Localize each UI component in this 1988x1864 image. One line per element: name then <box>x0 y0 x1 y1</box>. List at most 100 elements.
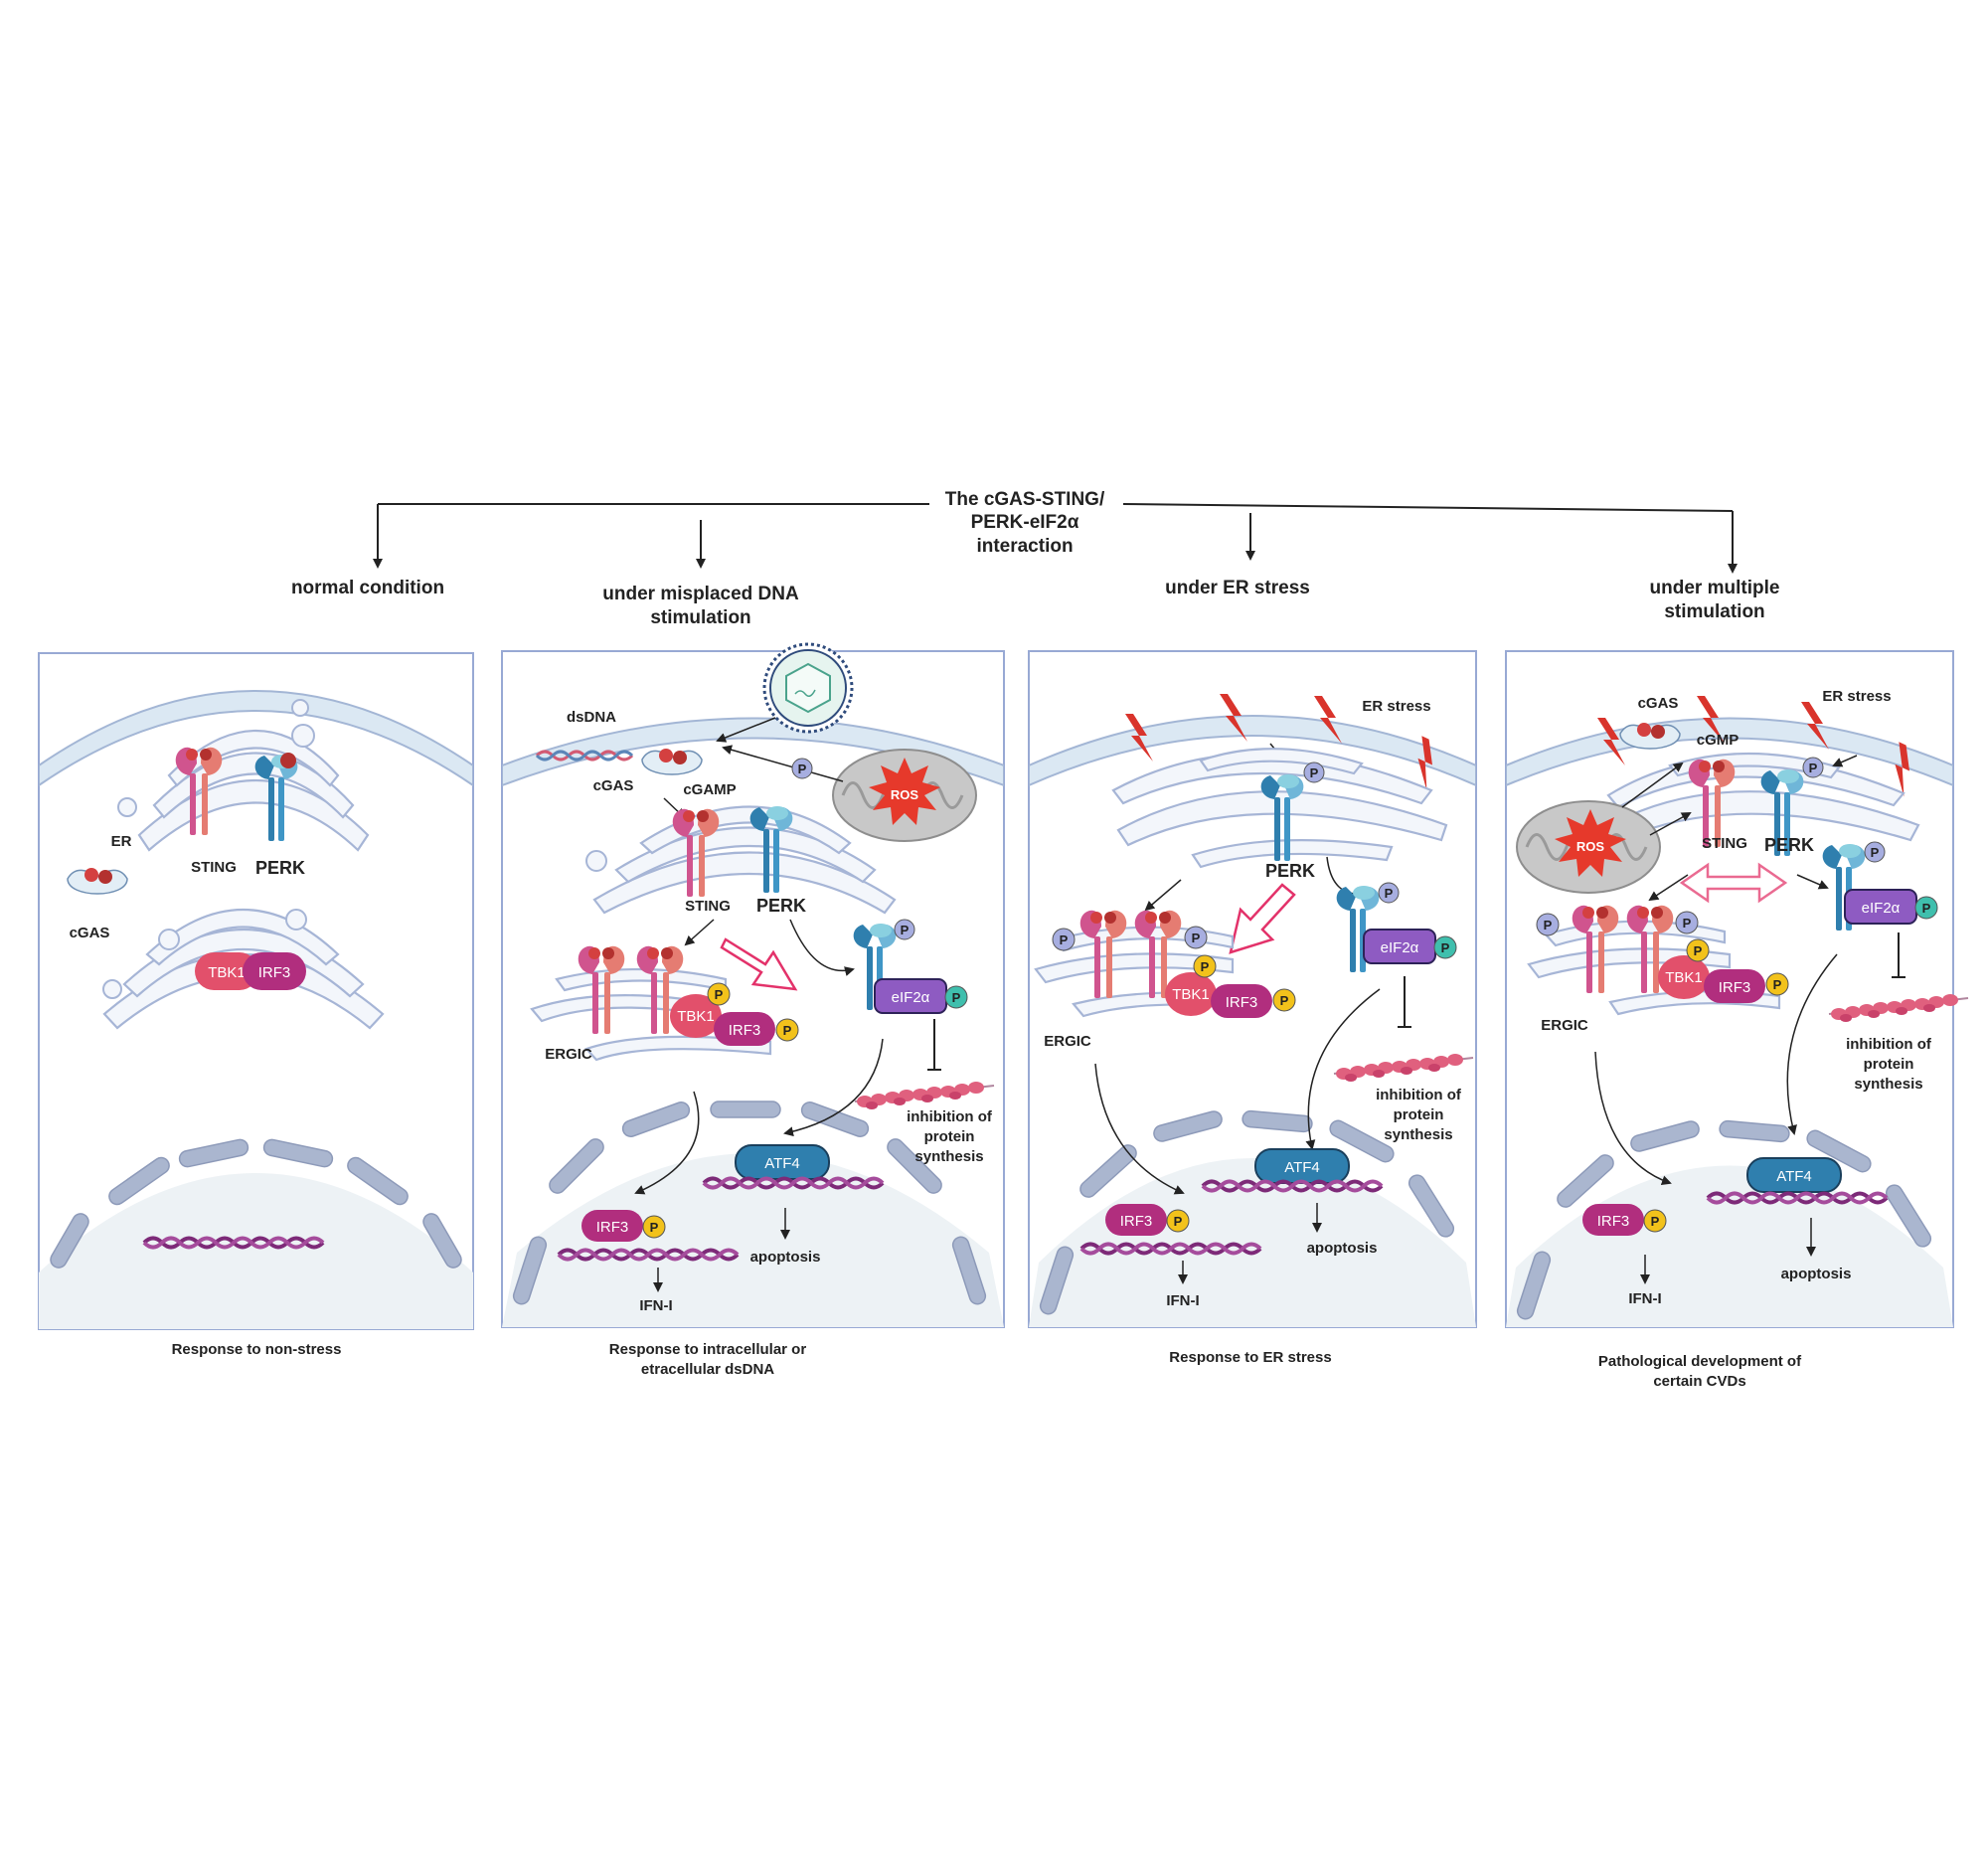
irf3-nuc-icon-p2: IRF3 <box>581 1210 643 1242</box>
svg-text:IRF3: IRF3 <box>1597 1213 1630 1230</box>
svg-text:P: P <box>1280 993 1289 1008</box>
svg-text:IRF3: IRF3 <box>1226 994 1258 1011</box>
caption-dsdna-line2: etracellular dsDNA <box>641 1361 774 1378</box>
eif2a-icon-p4: eIF2α <box>1844 889 1917 925</box>
svg-text:P: P <box>1694 943 1703 958</box>
svg-text:TBK1: TBK1 <box>677 1008 715 1025</box>
eif2a-icon-p3: eIF2α <box>1363 929 1436 964</box>
svg-text:IRF3: IRF3 <box>596 1219 629 1236</box>
root-title-line3: interaction <box>976 536 1073 557</box>
svg-text:ATF4: ATF4 <box>1284 1159 1320 1176</box>
label-apoptosis-p2: apoptosis <box>750 1249 821 1266</box>
label-cgas: cGAS <box>70 925 110 941</box>
label-ifn-p4: IFN-I <box>1628 1290 1661 1307</box>
label-inhibition-p3-line1: inhibition of <box>1376 1087 1462 1103</box>
er-membranes-p3 <box>1111 748 1448 869</box>
cgas-icon-p2 <box>641 748 703 775</box>
svg-text:P: P <box>1060 932 1069 947</box>
label-inhibition-p2-line2: protein <box>924 1128 975 1145</box>
phospho-perk2-p4: P <box>1864 841 1886 863</box>
label-inhibition-p4-line3: synthesis <box>1854 1076 1922 1093</box>
label-ergic-p4: ERGIC <box>1541 1017 1588 1034</box>
label-sting-p4: STING <box>1702 835 1747 852</box>
phospho-perk-p3: P <box>1303 762 1325 783</box>
irf3-icon: IRF3 <box>243 952 306 990</box>
caption-dsdna-line1: Response to intracellular or <box>609 1341 807 1358</box>
label-perk: PERK <box>255 858 305 878</box>
svg-text:P: P <box>715 987 724 1002</box>
phospho-sting-p4-2: P <box>1675 911 1699 934</box>
label-ergic-p3: ERGIC <box>1044 1033 1091 1050</box>
hollow-arrow-icon-p2 <box>720 937 798 991</box>
phospho-perk-p2: P <box>791 758 813 779</box>
svg-text:P: P <box>798 762 807 776</box>
header-multiple-line2: stimulation <box>1664 601 1764 622</box>
irf3-nuc-icon-p4: IRF3 <box>1582 1204 1644 1236</box>
svg-text:P: P <box>1544 918 1553 932</box>
phospho-perk2-p2: P <box>894 919 915 940</box>
header-multiple-line1: under multiple <box>1650 578 1780 598</box>
irf3-nuc-icon-p3: IRF3 <box>1105 1204 1167 1236</box>
svg-text:P: P <box>1201 959 1210 974</box>
irf3-icon-p4: IRF3 <box>1704 969 1765 1003</box>
er-membranes <box>117 699 370 852</box>
panel-er-stress: ER stress P PERK P <box>1028 650 1477 1366</box>
svg-text:eIF2α: eIF2α <box>1381 939 1419 956</box>
phospho-tbk1-p2: P <box>707 982 731 1006</box>
svg-text:ATF4: ATF4 <box>764 1155 800 1172</box>
ros-burst-icon: ROS <box>869 758 940 825</box>
svg-text:P: P <box>783 1023 792 1038</box>
svg-text:TBK1: TBK1 <box>1172 986 1210 1003</box>
label-apoptosis-p3: apoptosis <box>1307 1240 1378 1257</box>
caption-non-stress: Response to non-stress <box>172 1341 342 1358</box>
label-sting-p2: STING <box>685 898 731 915</box>
svg-text:ROS: ROS <box>891 787 919 802</box>
label-cgmp-p4: cGMP <box>1697 732 1740 749</box>
svg-text:P: P <box>1310 765 1319 780</box>
label-cgas-p4: cGAS <box>1638 695 1679 712</box>
header-misplaced-dna-line2: stimulation <box>650 607 750 628</box>
svg-text:TBK1: TBK1 <box>1665 969 1703 986</box>
root-tree: The cGAS-STING/ PERK-eIF2α interaction <box>373 489 1738 574</box>
phospho-sting-p3-2: P <box>1184 926 1208 949</box>
label-er-stress-p3: ER stress <box>1362 698 1430 715</box>
caption-cvd-line1: Pathological development of <box>1598 1353 1802 1370</box>
svg-text:P: P <box>952 990 961 1005</box>
caption-cvd-line2: certain CVDs <box>1653 1373 1745 1390</box>
label-er: ER <box>111 833 132 850</box>
label-cgas-p2: cGAS <box>593 777 634 794</box>
svg-text:P: P <box>650 1220 659 1235</box>
cgas-icon <box>67 867 128 895</box>
phospho-sting-p4-1: P <box>1536 913 1560 936</box>
svg-text:P: P <box>1385 886 1394 901</box>
phospho-irf3-nuc-p2: P <box>642 1215 666 1239</box>
label-perk-p2: PERK <box>756 896 806 916</box>
label-er-stress-p4: ER stress <box>1822 688 1891 705</box>
label-inhibition-p3-line2: protein <box>1394 1106 1444 1123</box>
hollow-arrow-icon-p3 <box>1229 883 1296 954</box>
virus-icon <box>762 642 854 734</box>
svg-text:P: P <box>1773 977 1782 992</box>
header-normal-condition: normal condition <box>291 578 444 598</box>
label-inhibition-p4-line1: inhibition of <box>1846 1036 1932 1053</box>
atf4-icon-p4: ATF4 <box>1746 1157 1842 1193</box>
label-inhibition-p2-line3: synthesis <box>914 1148 983 1165</box>
phospho-eif2a-p3: P <box>1433 935 1457 959</box>
svg-text:P: P <box>901 923 910 937</box>
tbk1-icon-p3: TBK1 <box>1165 972 1217 1016</box>
caption-er-stress: Response to ER stress <box>1169 1349 1331 1366</box>
dsdna-icon <box>535 750 634 762</box>
phospho-tbk1-p4: P <box>1686 938 1710 962</box>
label-apoptosis-p4: apoptosis <box>1781 1266 1852 1282</box>
root-title-line1: The cGAS-STING/ <box>945 489 1105 510</box>
tbk1-icon-p2: TBK1 <box>670 994 722 1038</box>
svg-text:IRF3: IRF3 <box>729 1022 761 1039</box>
panel-normal-condition: STING PERK ER cGAS TBK1 IRF3 Response to… <box>38 652 474 1358</box>
svg-text:P: P <box>1871 845 1880 860</box>
svg-text:P: P <box>1441 940 1450 955</box>
label-inhibition-p3-line3: synthesis <box>1384 1126 1452 1143</box>
header-misplaced-dna-line1: under misplaced DNA <box>602 584 799 604</box>
svg-text:IRF3: IRF3 <box>1719 979 1751 996</box>
label-perk-p3: PERK <box>1265 861 1315 881</box>
